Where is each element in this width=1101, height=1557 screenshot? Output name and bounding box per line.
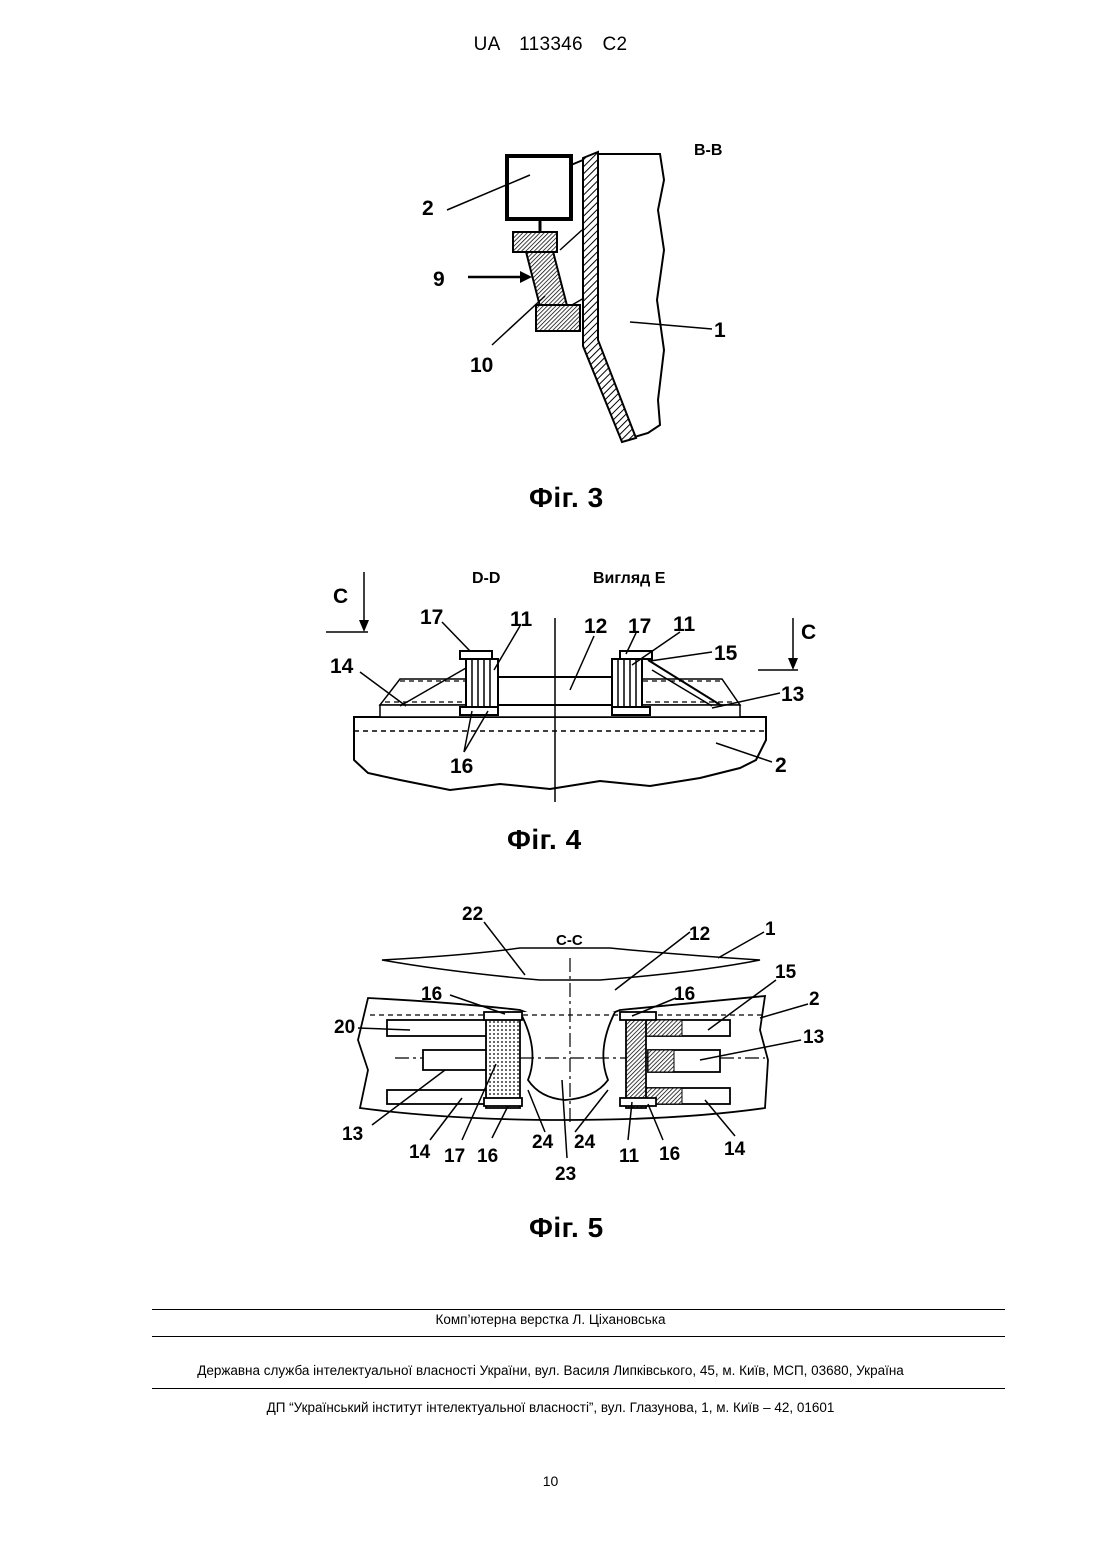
fig4-cut-left: C	[333, 585, 348, 608]
fig5-label-13-left: 13	[342, 1124, 363, 1145]
fig4-label-16: 16	[450, 755, 473, 778]
fig4-label-11-right: 11	[673, 613, 696, 636]
header-patent-number: 113346	[519, 34, 583, 55]
figure-5-drawing: C-C 22 12 1 15 2 16 16 20 13 13 14	[330, 898, 840, 1188]
fig5-label-16-right: 16	[674, 984, 695, 1005]
fig4-cut-right: C	[801, 621, 816, 644]
header-doc-code: UA	[474, 34, 500, 55]
figure-3-drawing: B-B 2 9 10 1	[380, 130, 760, 530]
footer-rule-top	[152, 1309, 1005, 1310]
fig3-section-label: B-B	[694, 142, 722, 159]
fig5-label-24-right: 24	[574, 1132, 596, 1153]
fig5-label-14-left: 14	[409, 1142, 431, 1163]
fig4-section-label: D-D	[472, 570, 500, 587]
fig5-label-16-left: 16	[421, 984, 442, 1005]
fig4-label-13: 13	[781, 683, 804, 706]
fig5-label-12: 12	[689, 924, 710, 945]
fig3-label-1: 1	[714, 319, 726, 342]
fig4-label-17-right: 17	[628, 615, 651, 638]
fig5-label-23: 23	[555, 1164, 576, 1185]
fig3-label-2: 2	[422, 197, 434, 220]
fig4-view-label: Вигляд Е	[593, 570, 666, 587]
figure-4-caption: Фіг. 4	[507, 824, 582, 856]
figure-5-caption: Фіг. 5	[529, 1212, 604, 1244]
fig5-label-14-right: 14	[724, 1139, 746, 1160]
fig5-label-2: 2	[809, 989, 820, 1010]
fig4-label-15: 15	[714, 642, 738, 665]
header-kind-code: C2	[603, 34, 628, 55]
footer-agency: Державна служба інтелектуальної власност…	[0, 1363, 1101, 1378]
fig4-label-14: 14	[330, 655, 354, 678]
figure-4-drawing: D-D Вигляд Е C C 17 11 12 17 11 15 14 13	[320, 555, 830, 815]
footer-rule-middle	[152, 1336, 1005, 1337]
page-number: 10	[0, 1473, 1101, 1489]
fig5-label-24-left: 24	[532, 1132, 554, 1153]
fig5-label-17: 17	[444, 1146, 465, 1167]
fig5-label-20: 20	[334, 1017, 355, 1038]
footer-rule-bottom	[152, 1388, 1005, 1389]
fig5-label-22: 22	[462, 904, 483, 925]
fig4-label-17-left: 17	[420, 606, 443, 629]
fig5-label-16-bottom-left: 16	[477, 1146, 498, 1167]
fig5-label-13-right: 13	[803, 1027, 824, 1048]
figure-3-caption: Фіг. 3	[529, 482, 604, 514]
fig5-label-16-bottom-right: 16	[659, 1144, 680, 1165]
fig3-label-10: 10	[470, 354, 493, 377]
fig3-label-9: 9	[433, 268, 445, 291]
fig4-label-12: 12	[584, 615, 607, 638]
footer-typesetting: Комп’ютерна верстка Л. Ціхановська	[0, 1312, 1101, 1327]
fig5-label-1: 1	[765, 919, 776, 940]
fig4-label-11-left: 11	[510, 608, 533, 631]
fig4-label-2: 2	[775, 754, 787, 777]
document-header: UA 113346 C2	[0, 34, 1101, 56]
footer-institute: ДП “Український інститут інтелектуальної…	[0, 1400, 1101, 1415]
fig5-section-label: C-C	[556, 932, 583, 949]
fig5-label-15: 15	[775, 962, 797, 983]
fig5-label-11: 11	[619, 1146, 640, 1167]
